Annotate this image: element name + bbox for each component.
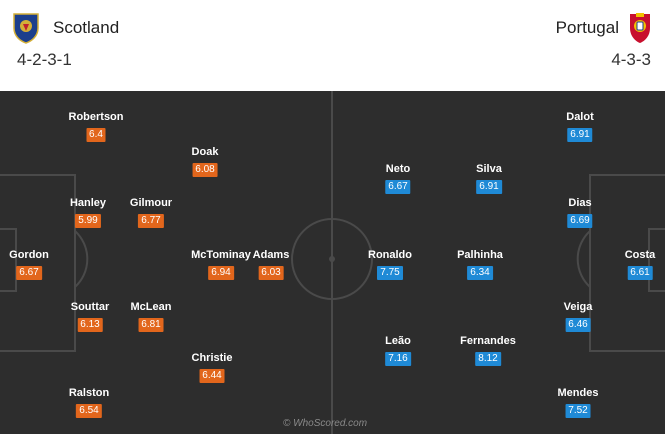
- player-card[interactable]: McTominay 6.94: [191, 249, 251, 280]
- player-name: Christie: [191, 352, 233, 364]
- player-card[interactable]: Gordon 6.67: [9, 249, 49, 280]
- player-name: Hanley: [69, 197, 107, 209]
- player-card[interactable]: Veiga 6.46: [563, 301, 593, 332]
- player-rating: 6.81: [138, 318, 164, 332]
- player-card[interactable]: Ralston 6.54: [69, 387, 109, 418]
- player-name: Doak: [191, 146, 219, 158]
- player-rating: 6.91: [476, 180, 502, 194]
- player-name: Robertson: [68, 111, 124, 123]
- player-rating: 6.08: [192, 163, 218, 177]
- player-card[interactable]: Hanley 5.99: [70, 197, 106, 228]
- match-header: Scotland 4-2-3-1 Portugal 4-3-3: [0, 0, 665, 91]
- player-rating: 6.94: [208, 266, 234, 280]
- player-card[interactable]: Doak 6.08: [191, 146, 219, 177]
- player-card[interactable]: Souttar 6.13: [70, 301, 110, 332]
- player-name: Veiga: [563, 301, 593, 313]
- player-card[interactable]: Fernandes 8.12: [460, 335, 516, 366]
- player-rating: 6.67: [385, 180, 411, 194]
- player-rating: 6.13: [77, 318, 103, 332]
- player-name: Dalot: [566, 111, 594, 123]
- player-rating: 5.99: [75, 214, 101, 228]
- player-name: Fernandes: [460, 335, 516, 347]
- player-rating: 6.4: [86, 128, 106, 142]
- player-rating: 6.44: [199, 369, 225, 383]
- watermark: © WhoScored.com: [283, 418, 368, 429]
- player-name: Adams: [252, 249, 290, 261]
- player-card[interactable]: Gilmour 6.77: [130, 197, 172, 228]
- player-rating: 6.46: [565, 318, 591, 332]
- player-card[interactable]: Silva 6.91: [476, 163, 502, 194]
- player-name: Neto: [385, 163, 411, 175]
- player-name: Dias: [568, 197, 592, 209]
- player-card[interactable]: Ronaldo 7.75: [368, 249, 412, 280]
- pitch: Robertson 6.4 Doak 6.08 Hanley 5.99 Gilm…: [0, 91, 665, 434]
- player-rating: 6.61: [627, 266, 653, 280]
- pitch-markings: [0, 91, 665, 434]
- player-card[interactable]: Dias 6.69: [567, 197, 593, 228]
- portugal-crest-icon: [630, 13, 650, 43]
- player-rating: 6.67: [16, 266, 42, 280]
- player-name: Mendes: [557, 387, 599, 399]
- player-card[interactable]: Adams 6.03: [252, 249, 290, 280]
- player-name: Gilmour: [129, 197, 173, 209]
- player-rating: 6.91: [567, 128, 593, 142]
- away-formation: 4-3-3: [611, 50, 651, 69]
- player-rating: 7.52: [565, 404, 591, 418]
- player-card[interactable]: Christie 6.44: [191, 352, 233, 383]
- player-name: Costa: [624, 249, 656, 261]
- player-card[interactable]: Palhinha 6.34: [457, 249, 503, 280]
- player-card[interactable]: McLean 6.81: [130, 301, 172, 332]
- away-team-name[interactable]: Portugal: [555, 18, 619, 37]
- player-card[interactable]: Leão 7.16: [385, 335, 411, 366]
- player-rating: 6.34: [467, 266, 493, 280]
- player-rating: 8.12: [475, 352, 501, 366]
- player-name: Palhinha: [457, 249, 503, 261]
- player-name: Silva: [476, 163, 502, 175]
- player-card[interactable]: Dalot 6.91: [566, 111, 594, 142]
- player-card[interactable]: Costa 6.61: [624, 249, 656, 280]
- player-name: Ronaldo: [368, 249, 412, 261]
- player-name: Ralston: [68, 387, 110, 399]
- scotland-crest-icon: [13, 13, 39, 44]
- player-rating: 6.69: [567, 214, 593, 228]
- player-rating: 7.16: [385, 352, 411, 366]
- player-rating: 6.77: [138, 214, 164, 228]
- home-team-name[interactable]: Scotland: [53, 18, 120, 37]
- player-name: McLean: [130, 301, 172, 313]
- player-name: Gordon: [9, 249, 49, 261]
- player-name: McTominay: [191, 249, 251, 261]
- player-card[interactable]: Neto 6.67: [385, 163, 411, 194]
- player-rating: 7.75: [377, 266, 403, 280]
- player-name: Souttar: [70, 301, 110, 313]
- player-name: Leão: [385, 335, 411, 347]
- home-formation: 4-2-3-1: [17, 50, 72, 69]
- player-card[interactable]: Mendes 7.52: [557, 387, 599, 418]
- player-card[interactable]: Robertson 6.4: [69, 111, 124, 142]
- player-rating: 6.54: [76, 404, 102, 418]
- player-rating: 6.03: [258, 266, 284, 280]
